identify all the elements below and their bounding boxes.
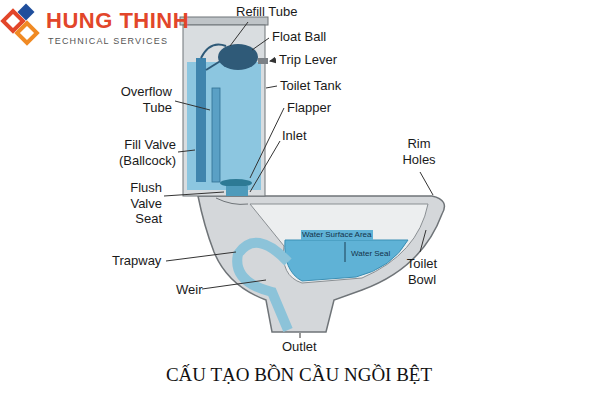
part-label: Fill Valve (Ballcock): [96, 137, 176, 168]
flush-valve-seat: [226, 186, 248, 196]
part-label: Flush Valve Seat: [112, 180, 162, 227]
part-label: Inlet: [282, 128, 307, 144]
water-seal-mark: [345, 242, 346, 262]
part-label: Weir: [176, 282, 202, 298]
rim-channel: [216, 198, 248, 204]
logo-icon: [3, 4, 37, 43]
part-label: Float Ball: [272, 29, 326, 45]
flapper: [220, 179, 252, 187]
overflow-tube: [212, 88, 220, 182]
part-label: Toilet Bowl: [398, 256, 446, 287]
fill-valve: [196, 58, 206, 182]
part-label: Water Surface Area: [301, 230, 373, 240]
part-label: Toilet Tank: [280, 78, 341, 94]
part-label: Rim Holes: [396, 136, 442, 167]
part-label: Trip Lever: [279, 52, 337, 68]
trapway: [237, 243, 288, 330]
leader-lines: [164, 22, 433, 338]
part-label: Refill Tube: [236, 4, 297, 20]
caption: CẤU TẠO BỒN CẦU NGỒI BỆT: [0, 364, 598, 387]
bowl-inner: [250, 204, 428, 283]
part-label: Overflow Tube: [108, 84, 172, 115]
bowl-water: [285, 240, 408, 281]
part-label: Outlet: [282, 339, 317, 355]
logo-text: TECHNICAL SERVICES: [48, 36, 168, 47]
logo-text: HUNG THINH: [46, 8, 189, 34]
part-label: Water Seal: [350, 249, 391, 259]
trip-lever: [258, 58, 268, 64]
tank-body: [183, 25, 265, 196]
part-label: Trapway: [112, 253, 161, 269]
part-label: Flapper: [287, 100, 331, 116]
float-ball: [218, 44, 258, 70]
